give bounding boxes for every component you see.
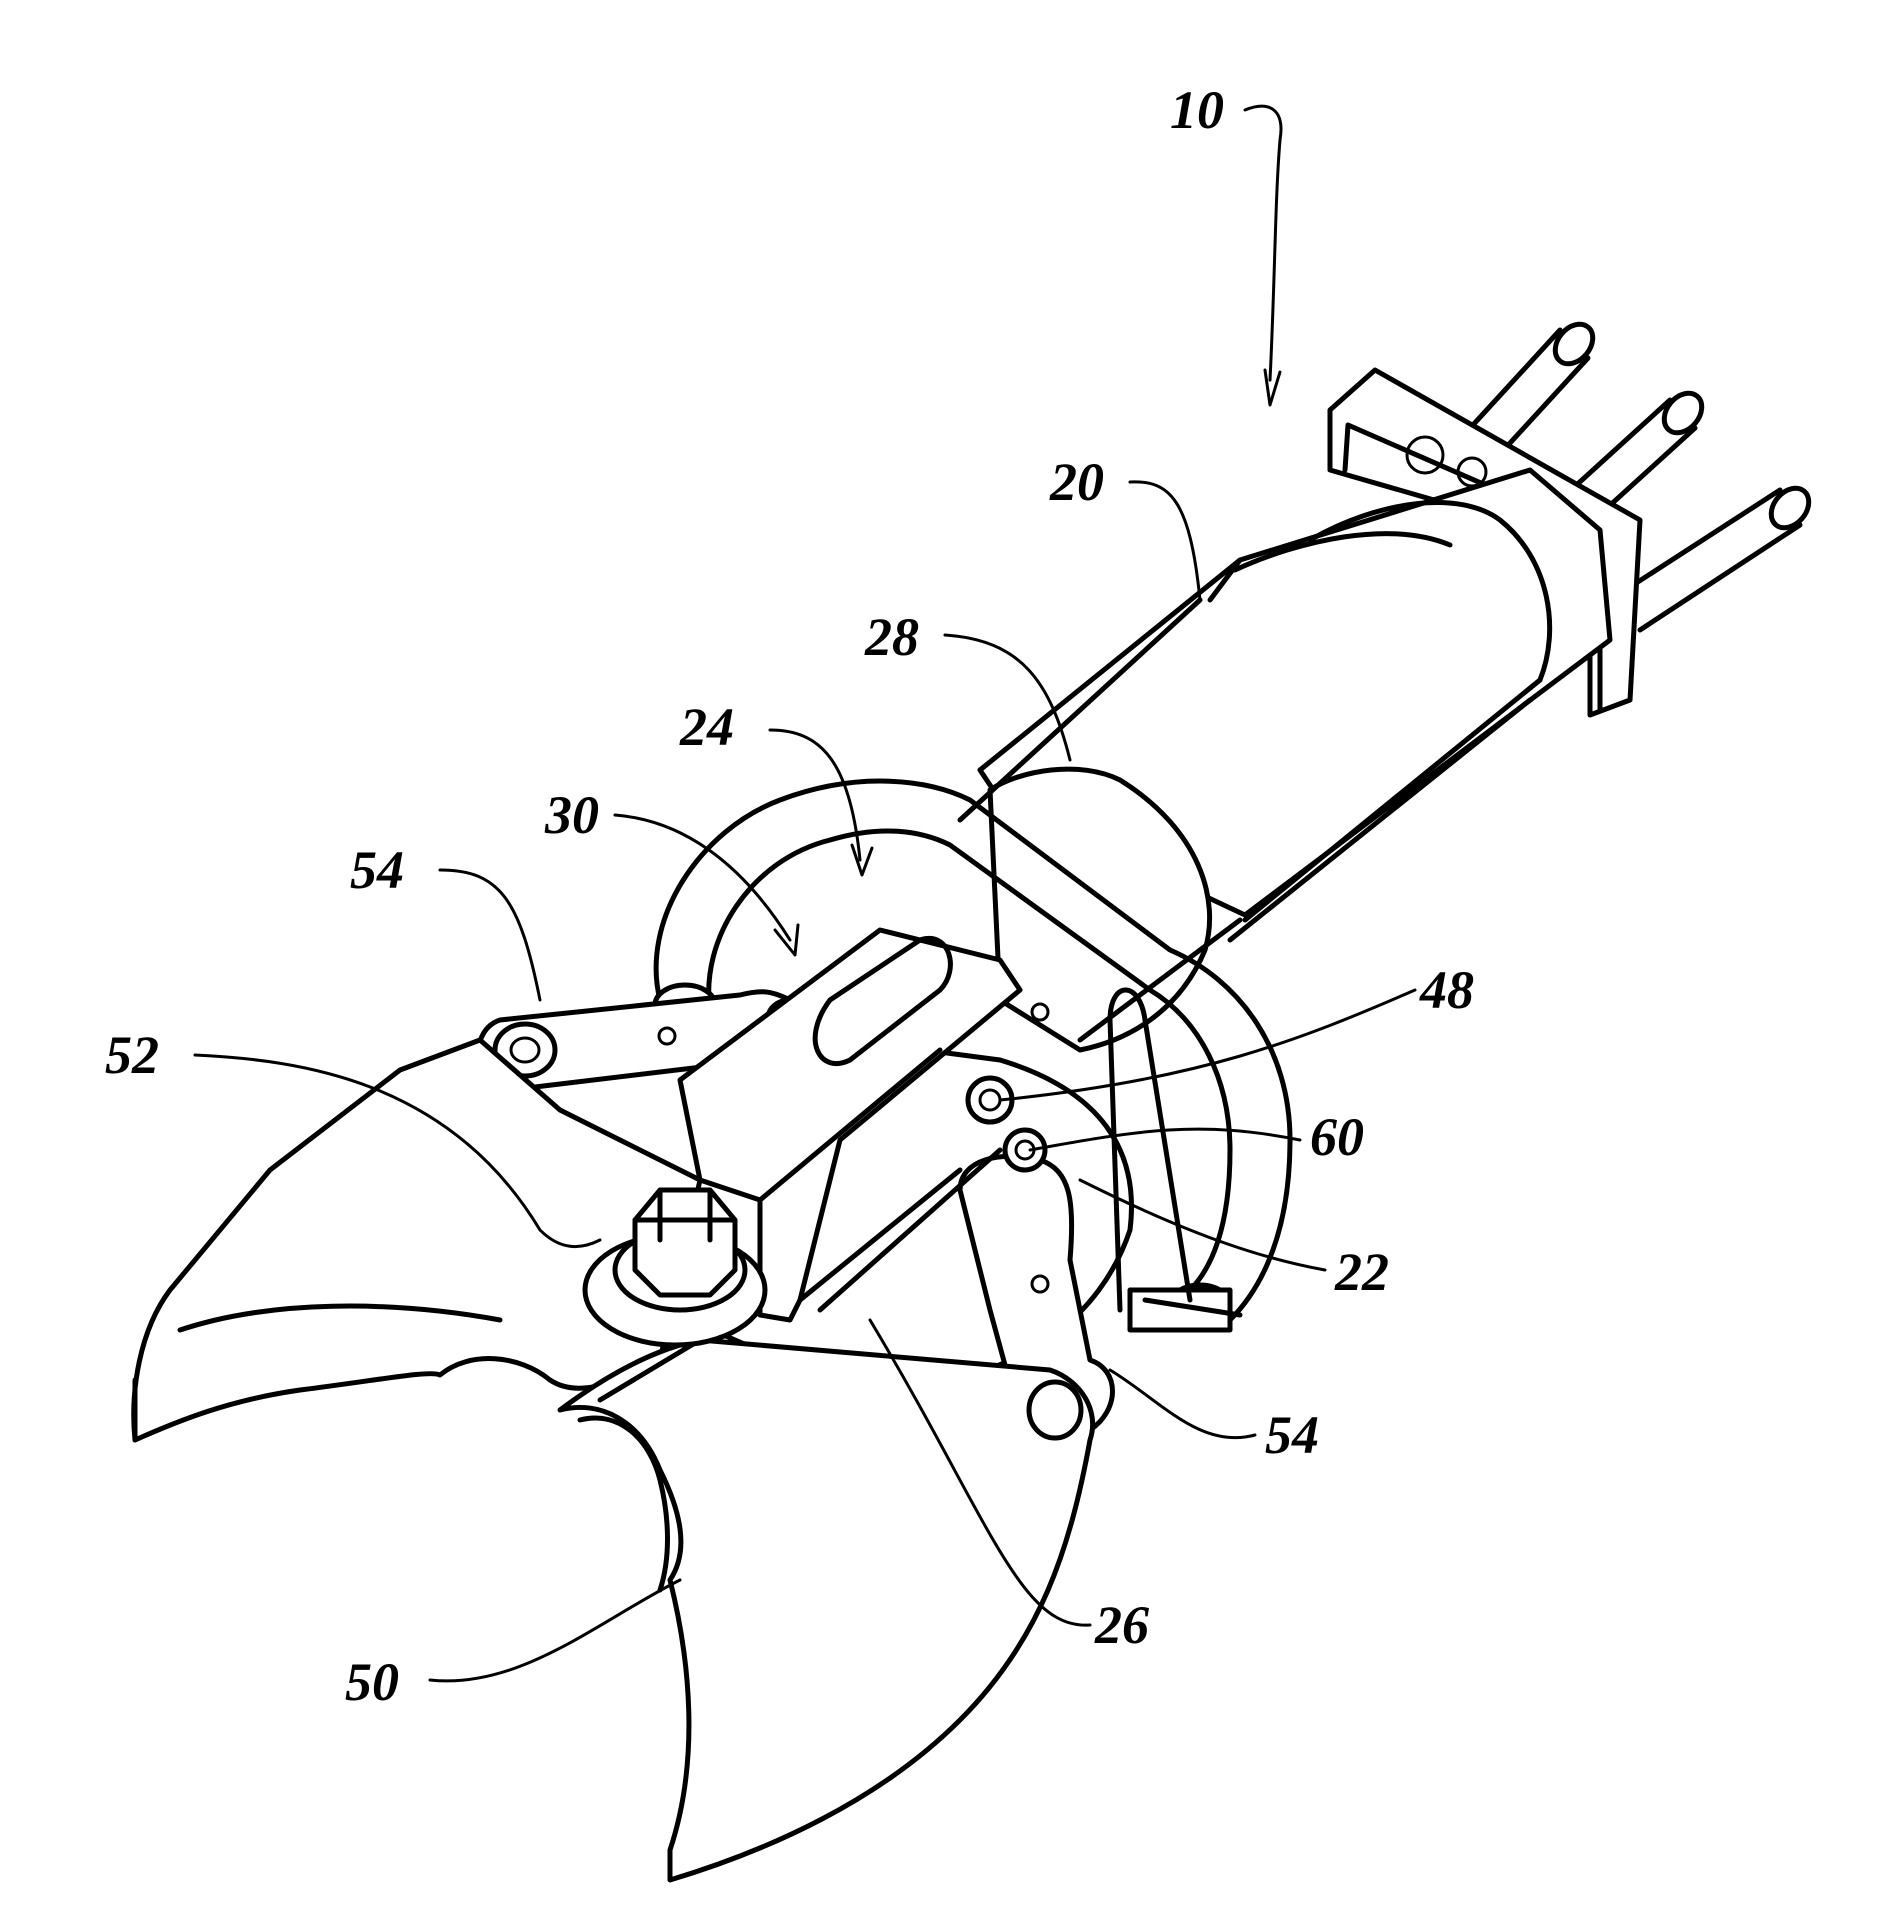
label-20: 20 <box>1049 452 1104 512</box>
label-22: 22 <box>1334 1242 1389 1302</box>
upper-blade <box>131 1037 703 1443</box>
label-28: 28 <box>864 607 919 667</box>
yoke-block <box>677 927 1050 1323</box>
pivot-bolt <box>582 1187 768 1348</box>
label-48: 48 <box>1419 960 1474 1020</box>
label-60: 60 <box>1310 1107 1364 1167</box>
frame-rails <box>957 597 1243 1043</box>
label-54-lower: 54 <box>1265 1405 1319 1465</box>
cylinder-collar <box>987 766 1213 1053</box>
label-26: 26 <box>1094 1595 1149 1655</box>
lower-blade <box>557 1337 1096 1883</box>
leader-lines <box>193 104 1417 1683</box>
label-54-upper: 54 <box>350 840 404 900</box>
label-24: 24 <box>679 697 734 757</box>
label-30: 30 <box>544 785 599 845</box>
label-52: 52 <box>105 1025 159 1085</box>
reference-labels: 10 20 28 24 30 54 52 48 60 22 54 26 50 <box>105 80 1474 1712</box>
label-10: 10 <box>1170 80 1224 140</box>
label-50: 50 <box>345 1652 399 1712</box>
